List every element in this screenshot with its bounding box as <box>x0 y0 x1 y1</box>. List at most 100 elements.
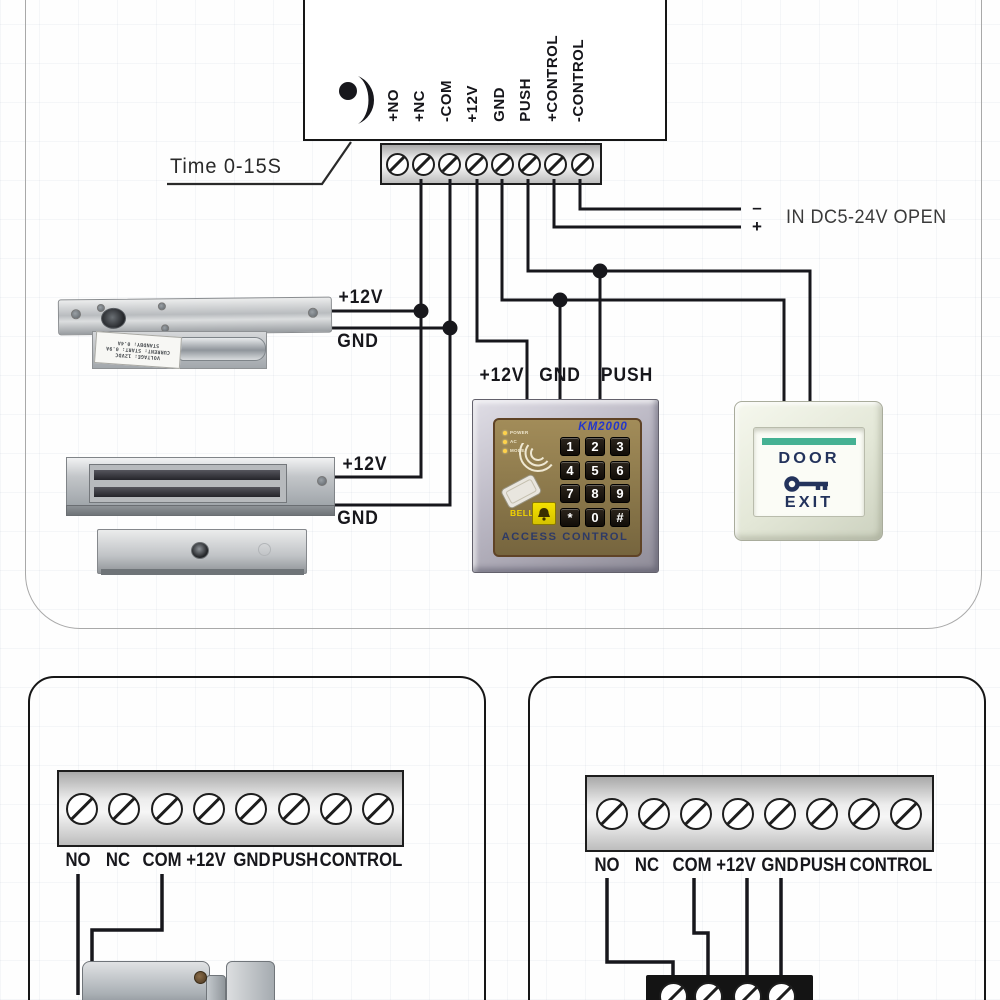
block-screw-terminal <box>693 982 723 1000</box>
keypad-led: POWER <box>503 428 529 437</box>
bell-button[interactable] <box>532 502 556 525</box>
screw-terminal <box>680 797 712 830</box>
keypad-wire-12v-label: +12V <box>479 365 525 386</box>
terminal-label: COM <box>672 855 712 876</box>
screw-terminal <box>464 152 488 176</box>
screw-terminal <box>722 797 754 830</box>
electric-rim-lock-body <box>82 961 210 1000</box>
controller-terminal-label: +12V <box>464 84 482 122</box>
screw-terminal <box>848 797 880 830</box>
exit-button-device[interactable]: DOOR EXIT <box>734 401 883 541</box>
psu-plus-sign: + <box>752 217 762 236</box>
screw-terminal <box>385 152 409 176</box>
screw-terminal <box>150 792 183 825</box>
keypad-model-label: KM2000 <box>578 421 628 433</box>
terminal-label: NC <box>634 855 660 876</box>
screw-terminal <box>192 792 225 825</box>
keypad-footer-label: ACCESS CONTROL <box>501 531 629 543</box>
keypad-wire-gnd-label: GND <box>539 365 581 386</box>
exit-door-label: DOOR <box>778 450 840 467</box>
top-section-frame <box>25 0 982 629</box>
mag-lock-positive-label: +12V <box>342 454 388 475</box>
controller-box <box>303 0 667 141</box>
time-pointer-line <box>167 141 352 186</box>
keypad-key-#[interactable]: # <box>610 507 630 527</box>
key-icon <box>784 476 828 492</box>
terminal-label: CONTROL <box>849 855 933 876</box>
screw-terminal <box>517 152 541 176</box>
controller-terminal-label: +NC <box>411 90 429 122</box>
screw-terminal <box>319 792 352 825</box>
terminal-label: +12V <box>186 850 226 871</box>
screw-terminal <box>235 792 268 825</box>
screw-terminal <box>806 797 838 830</box>
electric-bolt-lock-plate <box>57 296 333 336</box>
keypad-wire-push-label: PUSH <box>600 365 654 386</box>
controller-terminal-label: -COM <box>437 80 455 122</box>
keypad-key-2[interactable]: 2 <box>585 437 605 456</box>
terminal-label: GND <box>761 855 799 876</box>
keypad-led: AC <box>503 437 529 446</box>
time-setting-label: Time 0-15S <box>170 155 282 178</box>
armature-plate <box>97 529 307 575</box>
screw-terminal <box>638 797 670 830</box>
keypad-key-9[interactable]: 9 <box>610 484 630 503</box>
keypad-key-*[interactable]: * <box>560 507 580 527</box>
psu-minus-sign: – <box>752 198 762 217</box>
bolt-cylinder <box>179 337 266 361</box>
rim-lock-knob <box>206 975 226 1000</box>
screw-terminal <box>491 152 515 176</box>
exit-button-face[interactable]: DOOR EXIT <box>753 427 865 517</box>
armature-center-hole <box>191 542 209 559</box>
rim-lock-strike <box>226 961 275 1000</box>
bolt-lock-negative-label: GND <box>337 331 379 352</box>
terminal-label: NO <box>65 850 91 871</box>
screw-terminal <box>362 792 395 825</box>
terminal-label: NO <box>594 855 620 876</box>
lock-terminal-block <box>646 975 813 1000</box>
rfid-card-icon <box>501 443 553 509</box>
block-screw-terminal <box>766 982 796 1000</box>
exit-exit-label: EXIT <box>784 494 834 511</box>
rim-lock-screw <box>194 971 207 984</box>
terminal-label: CONTROL <box>319 850 403 871</box>
screw-terminal <box>411 152 435 176</box>
controller-terminal-strip <box>380 143 602 185</box>
keypad-key-8[interactable]: 8 <box>585 484 605 503</box>
bottom-left-panel-frame <box>28 676 486 1000</box>
exit-green-stripe <box>762 438 856 445</box>
bolt-lock-spec-label: VOLTAGE: 12VDC CURRENT: START: 0.9A STAN… <box>93 331 183 369</box>
screw-terminal <box>890 797 922 830</box>
magnetic-lock-body <box>66 457 335 516</box>
keypad-key-0[interactable]: 0 <box>585 507 605 527</box>
screw-terminal <box>570 152 594 176</box>
siren-horn-icon <box>339 76 374 124</box>
screw-terminal <box>596 797 628 830</box>
terminal-label: PUSH <box>271 850 319 871</box>
psu-label: IN DC5-24V OPEN <box>786 207 947 228</box>
terminal-label: COM <box>142 850 182 871</box>
keypad-key-7[interactable]: 7 <box>560 484 580 503</box>
terminal-label: NC <box>105 850 131 871</box>
screw-terminal <box>544 152 568 176</box>
bolt-hole <box>100 307 127 329</box>
magnet-face <box>89 464 287 503</box>
block-screw-terminal <box>658 982 688 1000</box>
screw-terminal <box>438 152 462 176</box>
controller-terminal-label: GND <box>490 87 508 122</box>
bottom-right-panel-frame <box>528 676 986 1000</box>
controller-terminal-label: -CONTROL <box>570 38 587 122</box>
screw-terminal <box>277 792 310 825</box>
keypad-key-1[interactable]: 1 <box>560 437 580 456</box>
keypad-key-4[interactable]: 4 <box>560 460 580 480</box>
screw-terminal <box>764 797 796 830</box>
keypad-key-5[interactable]: 5 <box>585 460 605 480</box>
bolt-lock-positive-label: +12V <box>338 287 384 308</box>
keypad-key-3[interactable]: 3 <box>610 437 630 456</box>
bell-label: BELL <box>510 508 535 518</box>
keypad-key-6[interactable]: 6 <box>610 460 630 480</box>
block-screw-terminal <box>732 982 762 1000</box>
